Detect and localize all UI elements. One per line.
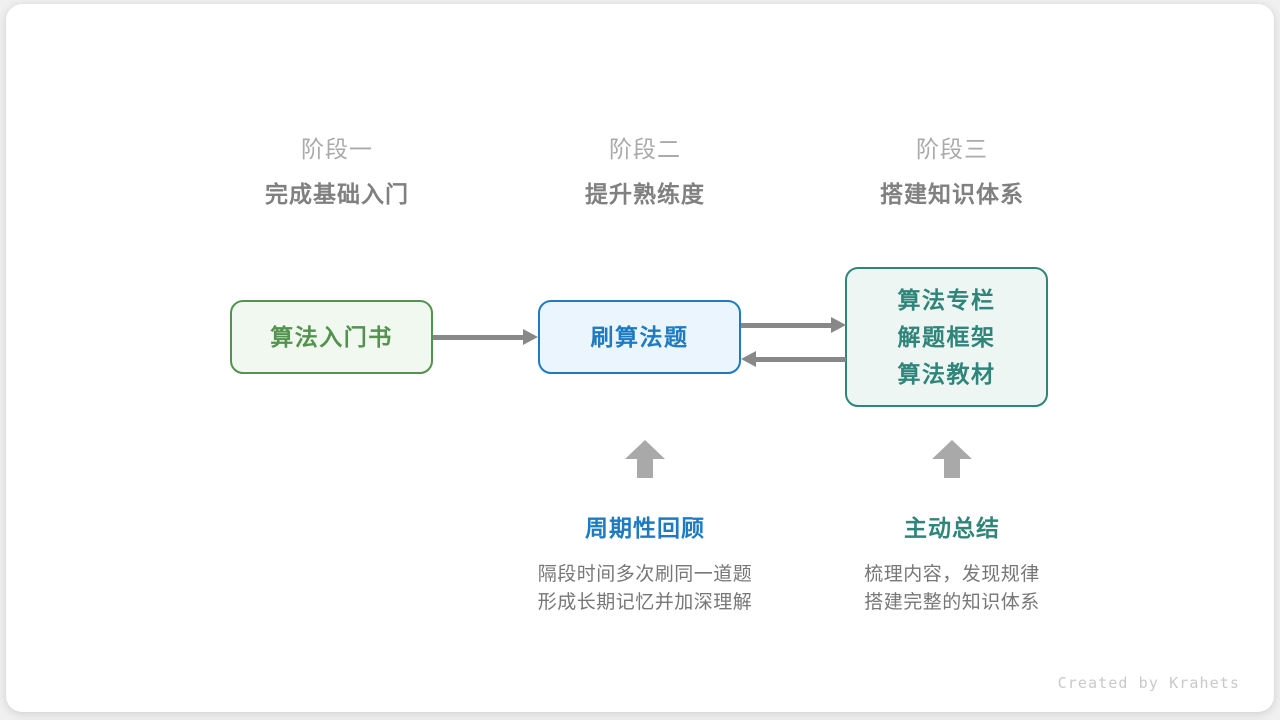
- node-label-line-1: 算法专栏: [897, 286, 996, 313]
- arrow-up-stem: [944, 458, 960, 478]
- arrow-head-right-icon: [523, 329, 538, 345]
- method-description-line-2: 搭建完整的知识体系: [864, 592, 1040, 613]
- stage-goal: 搭建知识体系: [880, 181, 1024, 207]
- arrow-up-active-summary-icon: [932, 440, 972, 478]
- method-active-summary: 主动总结 梳理内容，发现规律 搭建完整的知识体系: [792, 513, 1112, 617]
- arrow-head-right-icon: [831, 317, 846, 333]
- arrow-shaft: [741, 323, 833, 328]
- stage-name: 阶段三: [916, 136, 988, 162]
- stage-column-1: 阶段一 完成基础入门: [187, 134, 487, 210]
- method-title: 周期性回顾: [585, 515, 705, 541]
- arrow-book-to-practice: [433, 327, 538, 347]
- arrow-shaft: [433, 335, 525, 340]
- method-periodic-review: 周期性回顾 隔段时间多次刷同一道题 形成长期记忆并加深理解: [485, 513, 805, 617]
- arrow-up-stem: [637, 458, 653, 478]
- node-label-line-3: 算法教材: [897, 360, 996, 387]
- method-description: 梳理内容，发现规律 搭建完整的知识体系: [792, 561, 1112, 617]
- stage-goal: 完成基础入门: [265, 181, 409, 207]
- stage-name: 阶段一: [301, 136, 373, 162]
- node-label-line-2: 解题框架: [897, 323, 996, 350]
- node-intro-book[interactable]: 算法入门书: [230, 300, 433, 374]
- diagram-card: 阶段一 完成基础入门 阶段二 提升熟练度 阶段三 搭建知识体系 算法入门书 刷算…: [6, 4, 1274, 712]
- arrow-up-tip: [625, 440, 665, 459]
- arrow-up-tip: [932, 440, 972, 459]
- stage-goal: 提升熟练度: [585, 181, 705, 207]
- stage-column-2: 阶段二 提升熟练度: [495, 134, 795, 210]
- method-description: 隔段时间多次刷同一道题 形成长期记忆并加深理解: [485, 561, 805, 617]
- node-label: 算法入门书: [270, 323, 393, 350]
- credit-text: Created by Krahets: [1057, 674, 1240, 692]
- method-description-line-1: 梳理内容，发现规律: [864, 564, 1040, 585]
- node-label: 刷算法题: [590, 323, 689, 350]
- arrow-head-left-icon: [741, 351, 756, 367]
- node-practice-problems[interactable]: 刷算法题: [538, 300, 741, 374]
- method-description-line-1: 隔段时间多次刷同一道题: [537, 564, 753, 585]
- stage-column-3: 阶段三 搭建知识体系: [802, 134, 1102, 210]
- arrow-practice-to-resources: [741, 315, 846, 335]
- stage-name: 阶段二: [609, 136, 681, 162]
- method-title: 主动总结: [904, 515, 1000, 541]
- arrow-up-periodic-review-icon: [625, 440, 665, 478]
- arrow-resources-to-practice: [741, 349, 846, 369]
- arrow-shaft: [754, 357, 846, 362]
- node-resources[interactable]: 算法专栏 解题框架 算法教材: [845, 267, 1048, 407]
- method-description-line-2: 形成长期记忆并加深理解: [537, 592, 753, 613]
